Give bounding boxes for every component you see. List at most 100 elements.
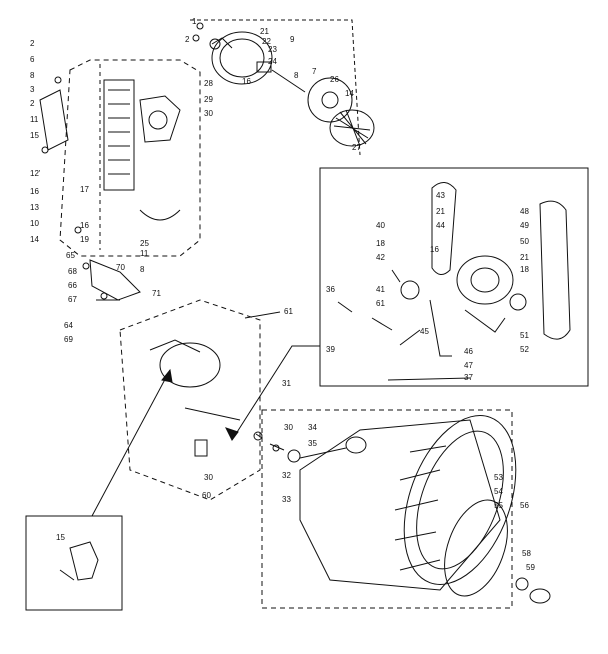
callout: 39 <box>326 345 335 354</box>
callout: 24 <box>268 57 277 66</box>
drive-belt <box>431 182 457 275</box>
callout: 50 <box>520 237 529 246</box>
callout: 16 <box>30 187 39 196</box>
callout: 36 <box>326 285 335 294</box>
callout: 15 <box>30 131 39 140</box>
callout: 46 <box>464 347 473 356</box>
callout: 55 <box>494 501 503 510</box>
foot <box>529 588 551 604</box>
callout-labels: 1 2 21 22 23 9 24 8 7 16 26 14 27 28 29 … <box>30 17 535 572</box>
callout: 37 <box>464 373 473 382</box>
callout: 58 <box>522 549 531 558</box>
callout: 8 <box>294 71 299 80</box>
callout: 44 <box>436 221 445 230</box>
leader-motor-box <box>231 345 320 441</box>
screw-61 <box>244 311 281 319</box>
idler-pulley <box>400 280 420 300</box>
motor-box <box>319 167 589 387</box>
callout: 29 <box>204 95 213 104</box>
callout: 2 <box>30 99 35 108</box>
blower-disc <box>307 77 353 123</box>
drum-housing <box>119 299 281 501</box>
motor-box-frame <box>319 167 589 387</box>
callout: 70 <box>116 263 125 272</box>
callout: 60 <box>202 491 211 500</box>
callout: 16 <box>430 245 439 254</box>
callout: 48 <box>520 207 529 216</box>
motor-bracket <box>89 259 141 301</box>
callout: 64 <box>64 321 73 330</box>
hardware <box>41 22 280 452</box>
callout: 7 <box>312 67 317 76</box>
callout: 19 <box>80 235 89 244</box>
callout: 30 <box>204 473 213 482</box>
callout: 21 <box>260 27 269 36</box>
callout: 47 <box>464 361 473 370</box>
callout: 16 <box>242 77 251 86</box>
callout: 68 <box>68 267 77 276</box>
callout: 18 <box>376 239 385 248</box>
callout: 15 <box>56 533 65 542</box>
callout: 61 <box>376 299 385 308</box>
drum-bearing <box>287 449 301 463</box>
callout: 9 <box>290 35 295 44</box>
callout: 22 <box>262 37 271 46</box>
callout: 27 <box>352 143 361 152</box>
inset-part <box>69 541 99 581</box>
callout: 1 <box>192 17 197 26</box>
callout: 33 <box>282 495 291 504</box>
callout: 21 <box>436 207 445 216</box>
callout: 34 <box>308 423 317 432</box>
drum-hub <box>345 436 367 454</box>
callout: 54 <box>494 487 503 496</box>
drum-seal <box>444 499 508 597</box>
leader-inset-box <box>91 369 171 517</box>
cabinet-left <box>39 59 201 301</box>
callout: 52 <box>520 345 529 354</box>
motor-pulley-2 <box>509 293 527 311</box>
blower-wheel <box>329 109 375 147</box>
callout: 23 <box>268 45 277 54</box>
idler-spring <box>399 329 421 346</box>
bearing <box>256 61 272 73</box>
callout: 8 <box>30 71 35 80</box>
callout: 16 <box>80 221 89 230</box>
callout: 45 <box>420 327 429 336</box>
callout: 30 <box>284 423 293 432</box>
drum <box>299 419 501 591</box>
callout: 3 <box>30 85 35 94</box>
callout: 30 <box>204 109 213 118</box>
callout: 53 <box>494 473 503 482</box>
callout: 8 <box>140 265 145 274</box>
glide <box>515 577 529 591</box>
callout: 35 <box>308 439 317 448</box>
drive-belt-alt <box>539 200 571 340</box>
callout: 2 <box>185 35 190 44</box>
drum-box <box>255 409 551 609</box>
callout: 66 <box>68 281 77 290</box>
callout: 40 <box>376 221 385 230</box>
inset-box <box>25 515 123 611</box>
heater-terminal <box>194 439 208 457</box>
lint-door <box>139 209 181 221</box>
callout: 59 <box>526 563 535 572</box>
inset-box-frame <box>25 515 123 611</box>
motor-pulley <box>209 38 221 50</box>
callout: 10 <box>30 219 39 228</box>
callout: 65 <box>66 251 75 260</box>
callout: 42 <box>376 253 385 262</box>
callout: 28 <box>204 79 213 88</box>
callout: 25 <box>140 239 149 248</box>
callout: 32 <box>282 471 291 480</box>
blower-assembly <box>190 19 375 156</box>
callout: 69 <box>64 335 73 344</box>
callout: 14 <box>30 235 39 244</box>
callout: 31 <box>282 379 291 388</box>
callout: 12' <box>30 169 41 178</box>
idler-arm <box>429 299 452 357</box>
callout: 51 <box>520 331 529 340</box>
callout: 26 <box>330 75 339 84</box>
callout: 71 <box>152 289 161 298</box>
